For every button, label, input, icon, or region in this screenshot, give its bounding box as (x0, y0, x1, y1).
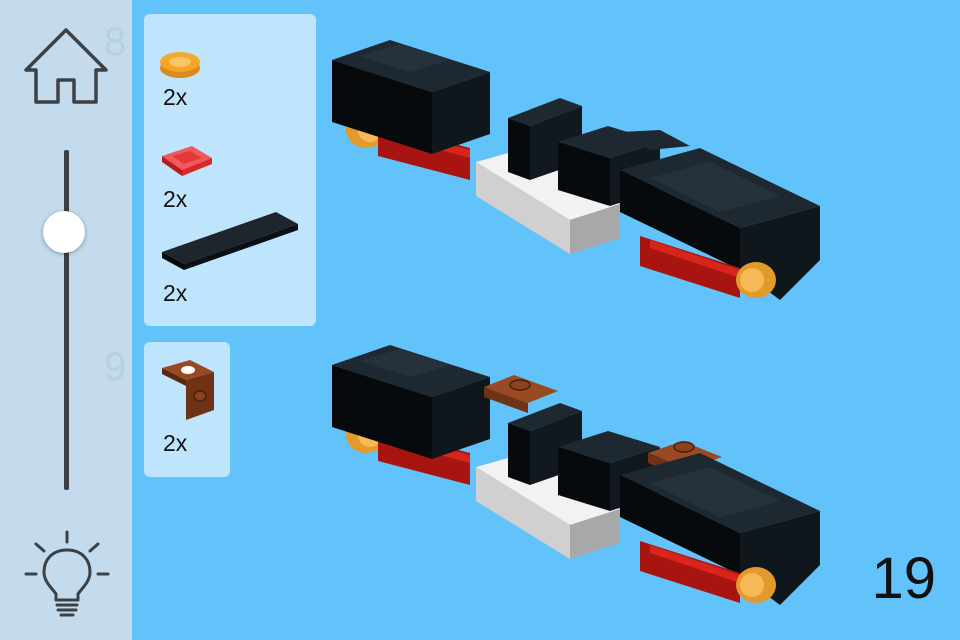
part-quantity: 2x (163, 186, 188, 212)
parts-list-panel-new: 2x (144, 342, 230, 477)
model-current-step (332, 345, 820, 605)
sidebar: 8 9 (0, 0, 132, 640)
step-number: 19 (871, 546, 936, 611)
slider-thumb[interactable] (43, 211, 85, 253)
model-previous-step (332, 40, 820, 300)
step-slider[interactable] (40, 150, 92, 490)
black-tile-icon (162, 212, 298, 270)
hint-button[interactable] (22, 528, 112, 620)
previous-step-number: 8 (104, 20, 127, 64)
red-tile-icon (162, 146, 212, 176)
part-quantity: 2x (163, 84, 188, 110)
part-quantity: 2x (163, 280, 188, 306)
parts-list-panel: 2x 2x 2x (144, 14, 316, 326)
light-bulb-icon (24, 530, 110, 617)
orange-round-tile-icon (160, 52, 200, 78)
brown-bracket-icon (162, 360, 214, 420)
next-step-number: 9 (104, 345, 127, 389)
home-icon (24, 28, 108, 104)
slider-track[interactable] (64, 150, 69, 490)
home-button[interactable] (20, 24, 112, 108)
part-quantity: 2x (163, 430, 188, 456)
